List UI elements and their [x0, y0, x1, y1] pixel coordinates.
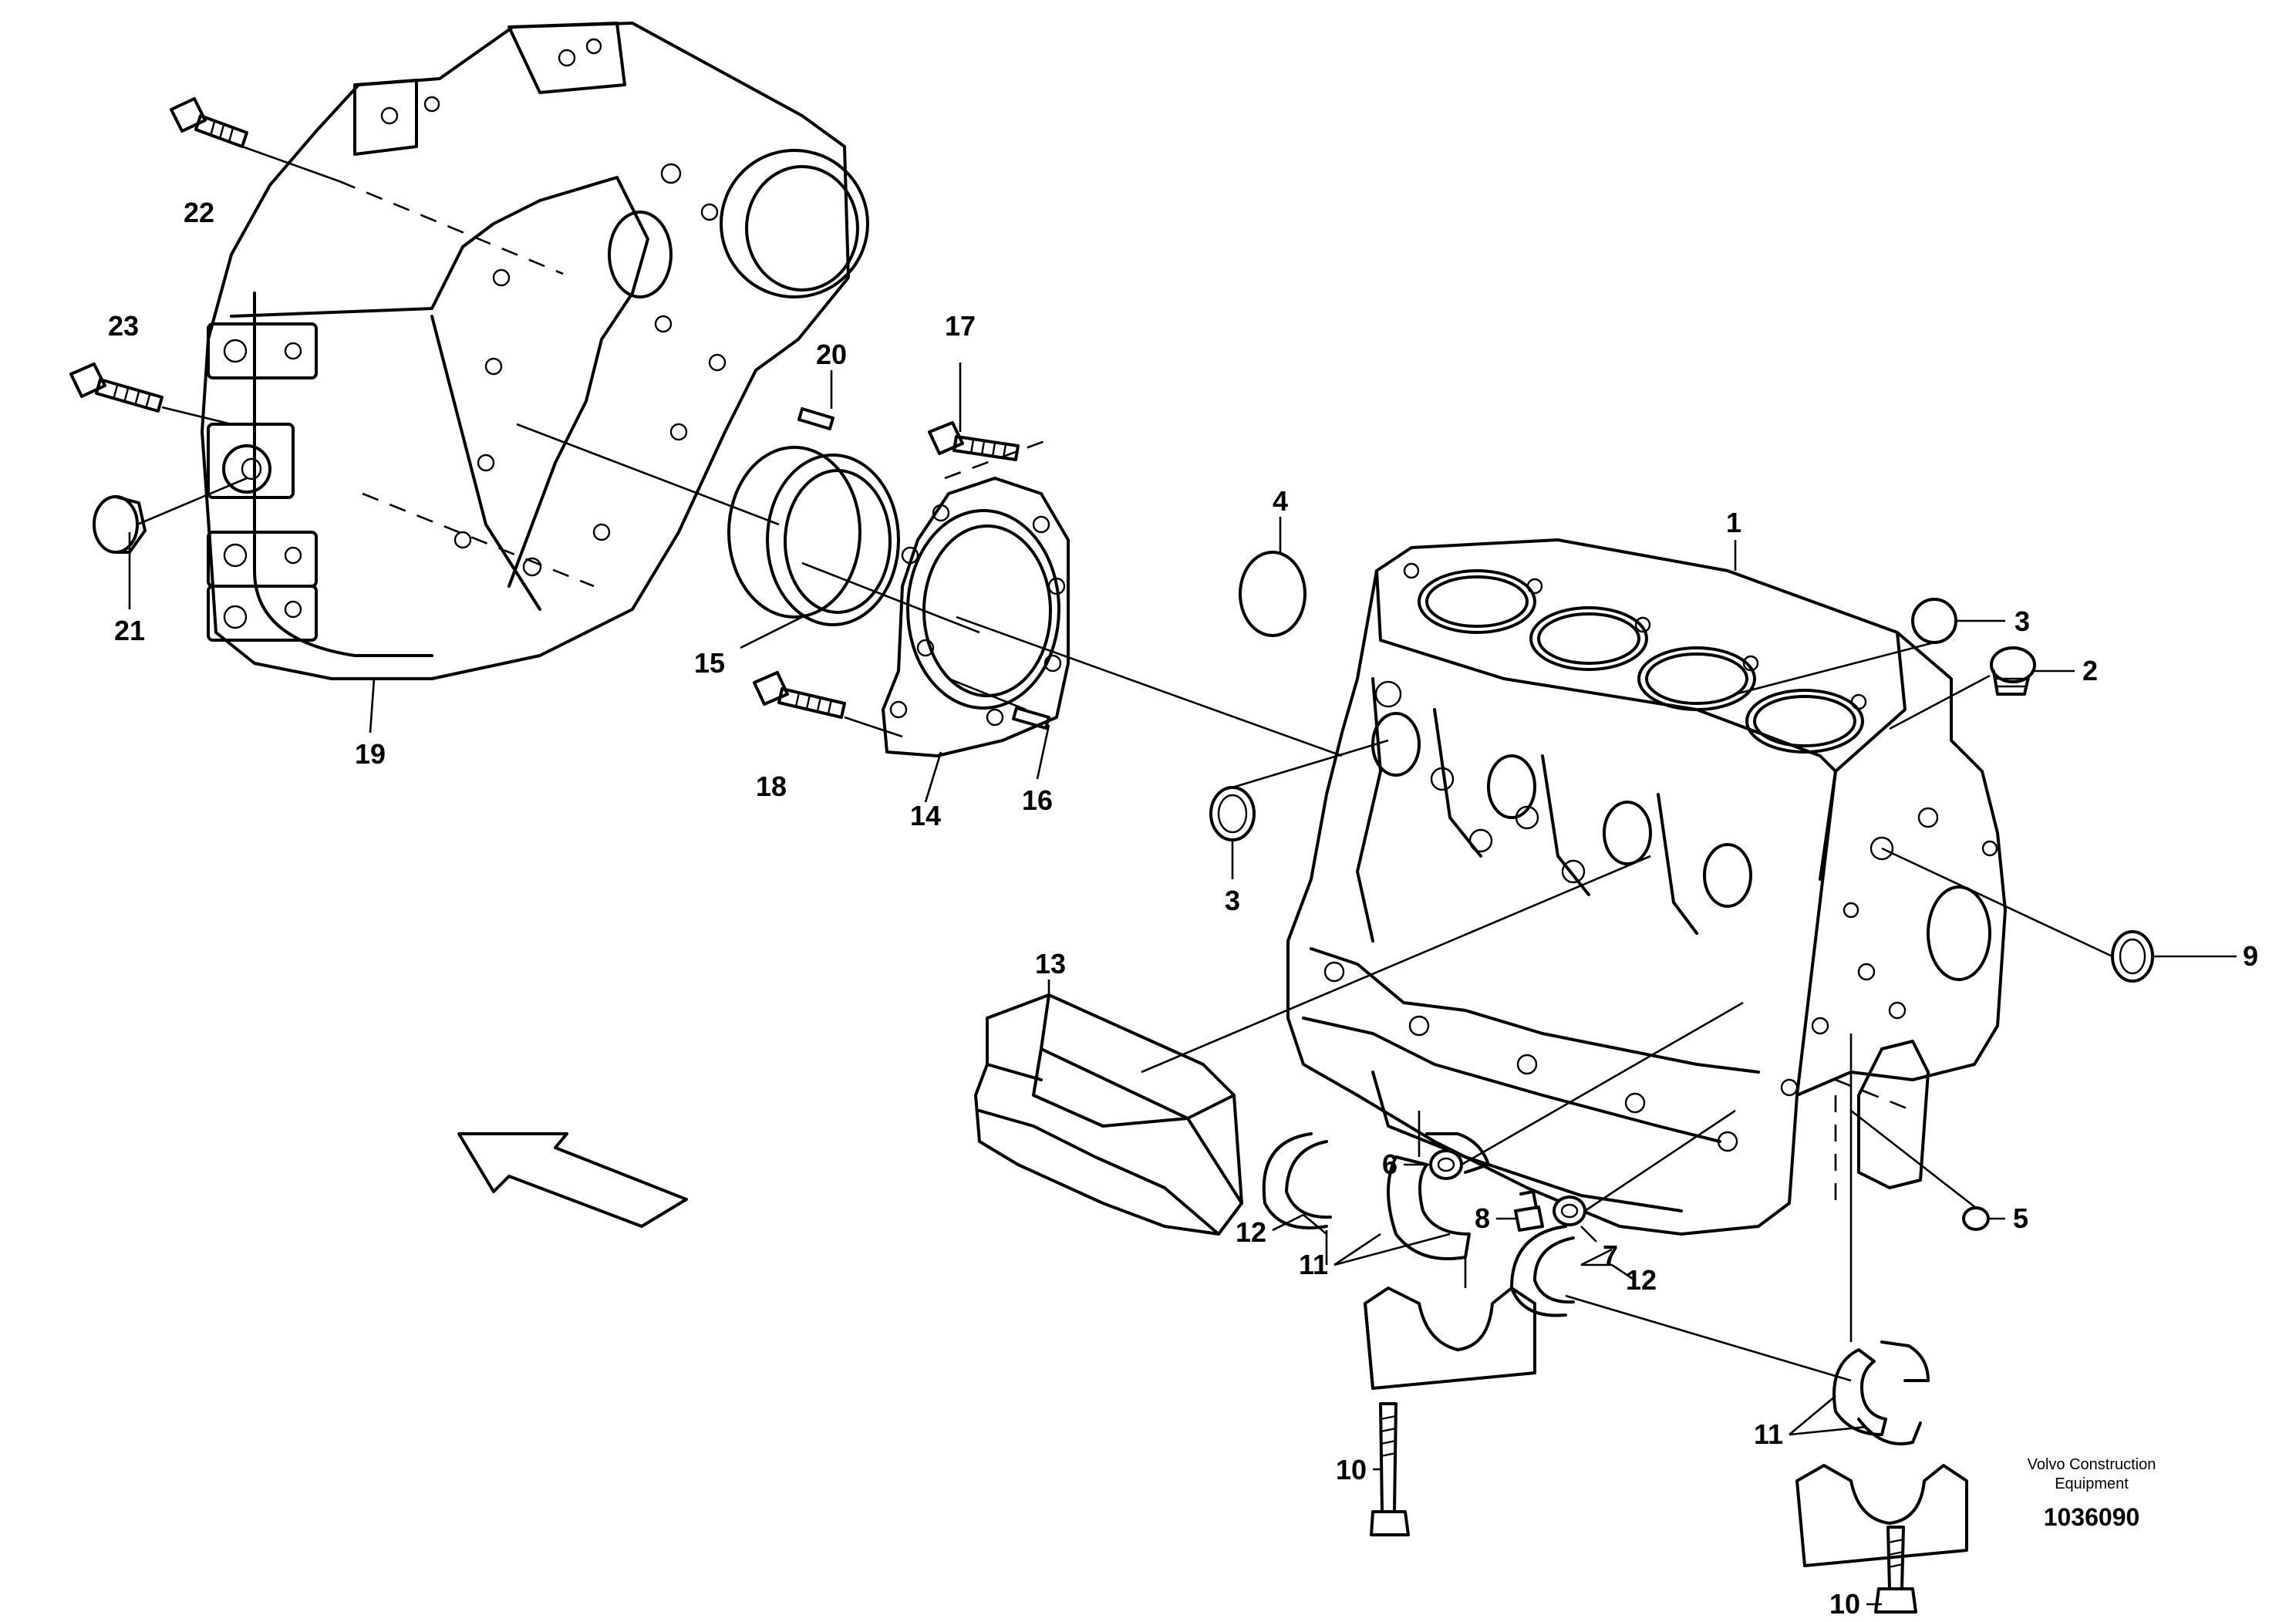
thrust-washer-12-right — [1510, 1225, 1575, 1317]
callout-22: 22 — [184, 197, 214, 228]
seal-15 — [727, 446, 900, 626]
plug-7 — [1553, 1195, 1586, 1226]
callout-12-right: 12 — [1626, 1264, 1657, 1296]
plug-5 — [1962, 1206, 1990, 1231]
bearing-cap-13 — [974, 993, 1243, 1236]
callout-10-left: 10 — [1336, 1454, 1367, 1485]
direction-arrow-icon — [457, 1132, 688, 1228]
cylinder-block — [1286, 538, 2007, 1236]
cap-bolt-10-left — [1370, 1402, 1410, 1536]
callout-14: 14 — [910, 800, 941, 831]
callout-labels: 1 2 3 3 4 5 6 7 8 9 10 10 11 11 12 12 13… — [108, 197, 2258, 1620]
callout-5: 5 — [2013, 1202, 2028, 1234]
callout-8: 8 — [1475, 1202, 1490, 1234]
callout-1: 1 — [1726, 507, 1741, 538]
callout-19: 19 — [355, 738, 386, 770]
main-bearing-cap-lower — [1364, 1286, 1536, 1390]
callout-3-side: 3 — [1225, 885, 1240, 916]
callout-13: 13 — [1035, 948, 1066, 980]
callout-3-top: 3 — [2014, 605, 2030, 637]
cap-bolt-10-right — [1874, 1526, 1917, 1614]
callout-2: 2 — [2082, 655, 2098, 686]
bolt-23 — [69, 363, 164, 413]
sealing-plug-9 — [2111, 930, 2154, 983]
dowel-16 — [1012, 706, 1050, 730]
callout-18: 18 — [756, 771, 787, 802]
callout-4: 4 — [1273, 485, 1288, 517]
nozzle-8 — [1514, 1190, 1544, 1232]
callout-6: 6 — [1382, 1148, 1397, 1180]
leader-lines — [128, 145, 2237, 1606]
callout-10-right: 10 — [1829, 1588, 1860, 1620]
seal-housing-14 — [882, 477, 1070, 757]
flywheel-housing — [201, 22, 869, 680]
document-number: 1036090 — [2044, 1503, 2140, 1531]
dowel-20 — [797, 407, 834, 430]
rear-bearing-cap — [1795, 1464, 1968, 1567]
callout-23: 23 — [108, 310, 139, 342]
bolt-18 — [753, 671, 846, 719]
callout-15: 15 — [694, 647, 725, 679]
sealing-plug-3-side — [1209, 786, 1256, 841]
thrust-washer-12-left — [1262, 1132, 1332, 1229]
callout-7: 7 — [1603, 1239, 1618, 1271]
bolt-22 — [170, 97, 248, 148]
credit-line-1: Volvo Construction — [2028, 1456, 2156, 1473]
credit-block: Volvo Construction Equipment 1036090 — [2028, 1456, 2156, 1531]
callout-21: 21 — [114, 615, 145, 646]
plug-6 — [1429, 1149, 1463, 1180]
sealing-plug-4 — [1239, 551, 1306, 637]
plug-21 — [93, 495, 147, 554]
bolt-17 — [928, 421, 1020, 461]
callout-16: 16 — [1022, 784, 1053, 816]
plug-2 — [1990, 646, 2036, 696]
callout-11-right: 11 — [1754, 1418, 1783, 1450]
main-bearing-11-lower — [1832, 1340, 1930, 1445]
sealing-plug-3-top — [1911, 598, 1957, 644]
callout-11-left: 11 — [1299, 1249, 1328, 1280]
callout-12-left: 12 — [1236, 1216, 1266, 1248]
callout-20: 20 — [816, 339, 847, 370]
credit-line-2: Equipment — [2055, 1475, 2129, 1492]
callout-9: 9 — [2243, 940, 2258, 972]
callout-17: 17 — [945, 310, 976, 342]
